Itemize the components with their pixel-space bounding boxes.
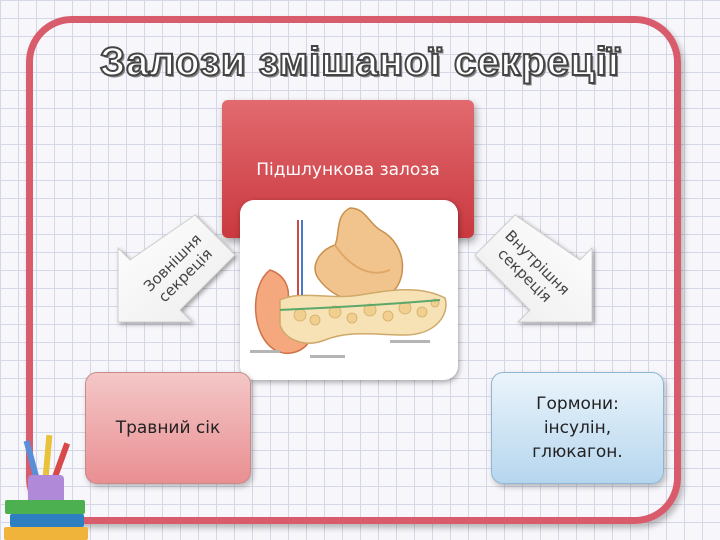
hormones-box: Гормони: інсулін, глюкагон. (491, 372, 664, 484)
pancreas-illustration (240, 200, 458, 380)
hormones-line-1: Гормони: (536, 394, 619, 414)
hormones-line-2: інсулін, (543, 418, 612, 438)
right-arrow: Внутрішня секреція (474, 214, 593, 323)
books-decoration (4, 434, 88, 540)
pancreas-drawing (250, 207, 447, 358)
digestive-juice-box: Травний сік (85, 372, 251, 484)
hormones-line-3: глюкагон. (532, 442, 623, 462)
center-box-label: Підшлункова залоза (256, 160, 440, 180)
digestive-juice-label: Травний сік (115, 418, 221, 438)
slide-title: Залози змішаної секреції (99, 39, 620, 85)
slide-frame (26, 16, 681, 524)
left-arrow: Зовнішня секреція (117, 214, 236, 323)
